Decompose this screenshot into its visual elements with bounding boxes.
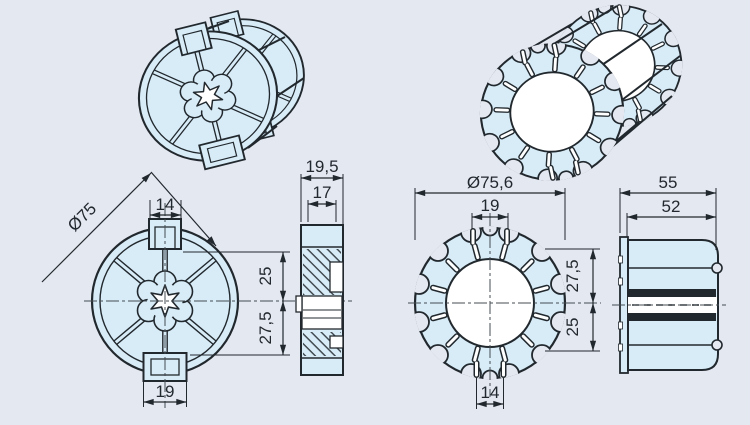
- dim-label-right-diameter: Ø75,6: [467, 173, 513, 192]
- side-fin-lines: [628, 267, 716, 346]
- dim-label-left-body-depth: 17: [313, 183, 332, 202]
- right-isometric-view: [461, 0, 699, 201]
- left-section-view: [295, 224, 344, 376]
- dim-label-left-total-depth: 19,5: [305, 157, 338, 176]
- dim-leader-diameter-75: [41, 172, 152, 283]
- dim-label-right-total-length: 55: [659, 173, 678, 192]
- side-groove-upper: [628, 289, 716, 297]
- dim-label-right-upper-offset: 27,5: [563, 259, 582, 292]
- dim-label-right-body-length: 52: [662, 197, 681, 216]
- section-hub-band: [301, 295, 343, 330]
- right-iso-fin-lines: [501, 5, 681, 176]
- right-front-centerlines: [408, 213, 601, 397]
- dim-label-left-top-tab: 14: [156, 195, 175, 214]
- dim-label-left-lower-offset: 27,5: [256, 311, 275, 344]
- dim-label-right-bottom-notch: 14: [481, 383, 500, 402]
- right-front-dimensions: Ø75,6 19 27,5 25 14: [414, 173, 600, 409]
- side-groove-lower: [628, 313, 716, 321]
- right-front-view: [408, 213, 601, 397]
- section-left-nub: [295, 295, 303, 313]
- dim-label-right-lower-offset: 25: [563, 318, 582, 337]
- dim-label-left-bottom-tab: 19: [156, 382, 175, 401]
- left-iso-rim-depth-lines: [195, 20, 305, 149]
- section-notch-lower: [329, 335, 344, 349]
- dim-label-left-upper-offset: 25: [256, 267, 275, 286]
- left-isometric-view: [122, 0, 319, 183]
- right-side-dimensions: 55 52: [619, 173, 717, 250]
- left-extension-lines: [143, 200, 290, 407]
- section-notch-upper: [329, 261, 344, 293]
- dim-label-right-top-notch: 19: [481, 196, 500, 215]
- left-front-dimensions: 14 Ø75 25 27,5 19: [41, 171, 290, 407]
- right-side-view: [612, 236, 726, 374]
- left-section-dimensions: 19,5 17: [300, 157, 344, 258]
- right-extension-lines: [414, 188, 600, 409]
